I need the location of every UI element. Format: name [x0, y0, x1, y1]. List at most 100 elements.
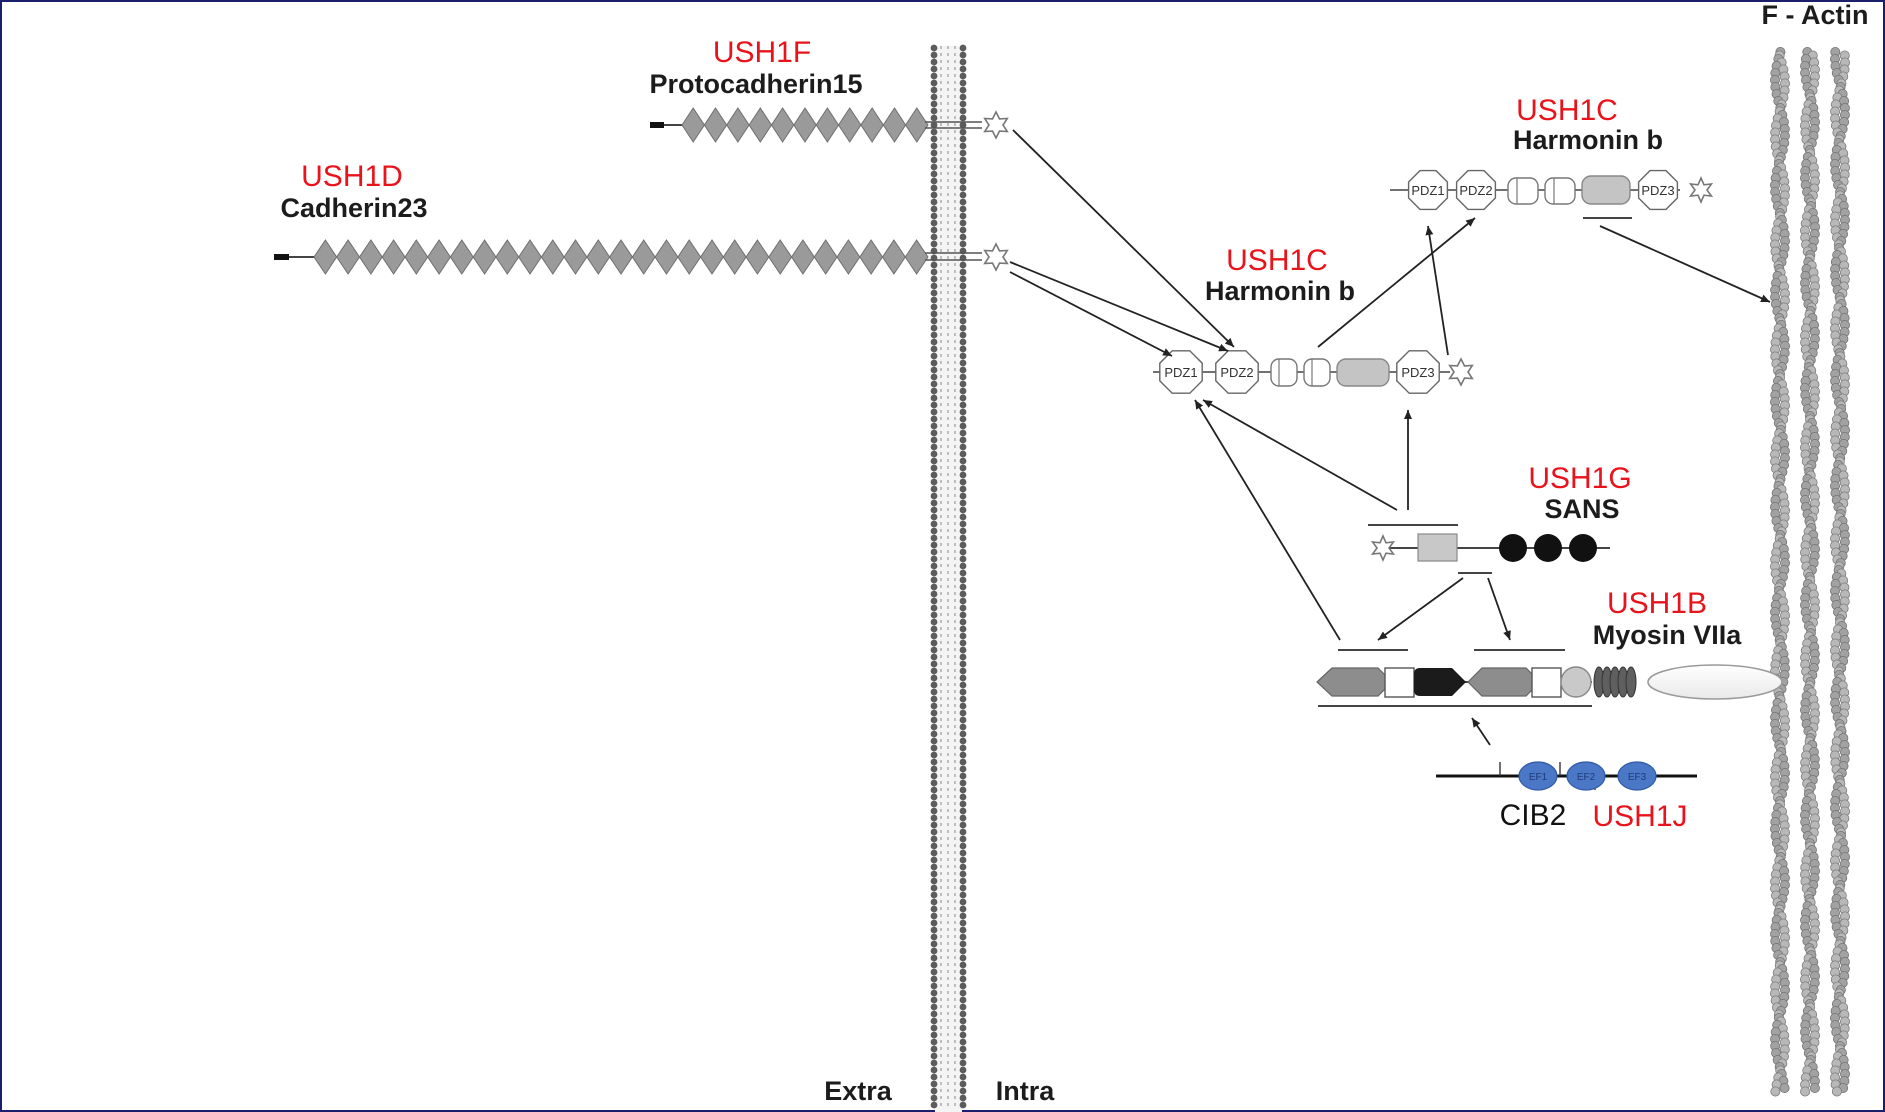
cadherin-repeat-domain	[427, 239, 452, 275]
lipid-head	[930, 415, 938, 423]
lipid-head	[959, 919, 967, 927]
lipid-head	[959, 996, 967, 1004]
lipid-head	[959, 695, 967, 703]
ush1f-gene-label: USH1F	[713, 36, 811, 69]
cadherin-repeat-domain	[586, 239, 611, 275]
lipid-head	[930, 912, 938, 920]
lipid-head	[930, 723, 938, 731]
lipid-head	[959, 65, 967, 73]
lipid-head	[930, 961, 938, 969]
arrow-cdh23-to-harmonin-pdz2	[1009, 261, 1229, 352]
lipid-head	[959, 779, 967, 787]
lipid-head	[959, 219, 967, 227]
lipid-head	[930, 996, 938, 1004]
cadherin-repeat-domain	[726, 107, 750, 143]
lipid-head	[959, 877, 967, 885]
protocadherin15-tail	[650, 122, 664, 128]
lipid-head	[930, 226, 938, 234]
harmonin-mid-pdz2-domain	[1215, 350, 1259, 394]
lipid-head	[959, 716, 967, 724]
lipid-head	[930, 940, 938, 948]
cadherin-repeat-domain	[563, 239, 588, 275]
cell-membrane-bilayer	[930, 44, 967, 1112]
ush1c-mid-gene-label: USH1C	[1226, 244, 1328, 277]
lipid-head	[959, 324, 967, 332]
lipid-head	[959, 632, 967, 640]
lipid-head	[930, 758, 938, 766]
lipid-head	[930, 807, 938, 815]
lipid-head	[930, 954, 938, 962]
lipid-head	[959, 765, 967, 773]
lipid-head	[959, 338, 967, 346]
lipid-head	[930, 534, 938, 542]
lipid-head	[959, 233, 967, 241]
myosin-myth4-domain-1	[1316, 667, 1393, 697]
lipid-head	[930, 464, 938, 472]
lipid-head	[959, 821, 967, 829]
lipid-head	[959, 156, 967, 164]
cib2-ef3-hand	[1617, 761, 1657, 791]
lipid-head	[930, 324, 938, 332]
lipid-head	[959, 653, 967, 661]
arrow-cib2-to-myosin	[1471, 717, 1491, 746]
lipid-head	[959, 849, 967, 857]
lipid-head	[959, 1066, 967, 1074]
ush1g-gene-label: USH1G	[1528, 462, 1631, 495]
lipid-head	[959, 926, 967, 934]
lipid-head	[959, 681, 967, 689]
cadherin-repeat-domain	[472, 239, 497, 275]
arrow-sans-to-harmonin-pdz1	[1202, 399, 1398, 511]
lipid-head	[930, 373, 938, 381]
lipid-head	[959, 597, 967, 605]
cadherin-repeat-domain	[336, 239, 361, 275]
lipid-head	[930, 303, 938, 311]
myosin-viia-protein	[1316, 649, 1783, 707]
lipid-head	[930, 338, 938, 346]
lipid-head	[959, 1080, 967, 1088]
lipid-head	[930, 233, 938, 241]
myosin-viia-label: Myosin VIIa	[1593, 620, 1743, 650]
lipid-head	[930, 765, 938, 773]
protocadherin15-pbm-star-icon	[983, 110, 1009, 140]
lipid-head	[930, 842, 938, 850]
lipid-head	[959, 163, 967, 171]
lipid-head	[930, 653, 938, 661]
lipid-head	[930, 86, 938, 94]
lipid-head	[959, 450, 967, 458]
lipid-head	[930, 737, 938, 745]
lipid-head	[930, 933, 938, 941]
lipid-head	[930, 1045, 938, 1053]
lipid-head	[930, 100, 938, 108]
actin-monomer	[1831, 1086, 1842, 1097]
lipid-head	[930, 1087, 938, 1095]
lipid-head	[959, 303, 967, 311]
lipid-head	[930, 275, 938, 283]
actin-monomer	[1770, 1086, 1781, 1097]
lipid-head	[930, 240, 938, 248]
lipid-head	[930, 674, 938, 682]
myosin-iq-motif	[1560, 666, 1592, 698]
lipid-head	[930, 366, 938, 374]
lipid-head	[959, 870, 967, 878]
lipid-head	[959, 562, 967, 570]
cadherin-repeat-domain	[449, 239, 474, 275]
cadherin-repeat-domain	[608, 239, 634, 275]
lipid-head	[959, 282, 967, 290]
lipid-head	[930, 170, 938, 178]
cadherin-repeat-domain	[836, 239, 861, 275]
harmonin-b-middle-protein: PDZ1 PDZ2 PDZ3	[1153, 350, 1474, 394]
lipid-head	[959, 863, 967, 871]
arrow-cdh23-to-harmonin-pdz1	[1009, 271, 1173, 357]
harmonin-top-pdz3-label: PDZ3	[1641, 183, 1674, 198]
lipid-head	[930, 562, 938, 570]
lipid-head	[959, 289, 967, 297]
lipid-head	[930, 569, 938, 577]
lipid-head	[959, 814, 967, 822]
harmonin-mid-coiled-coil-2	[1303, 358, 1331, 387]
lipid-head	[930, 884, 938, 892]
lipid-head	[959, 72, 967, 80]
lipid-head	[930, 632, 938, 640]
lipid-head	[930, 128, 938, 136]
lipid-head	[959, 639, 967, 647]
